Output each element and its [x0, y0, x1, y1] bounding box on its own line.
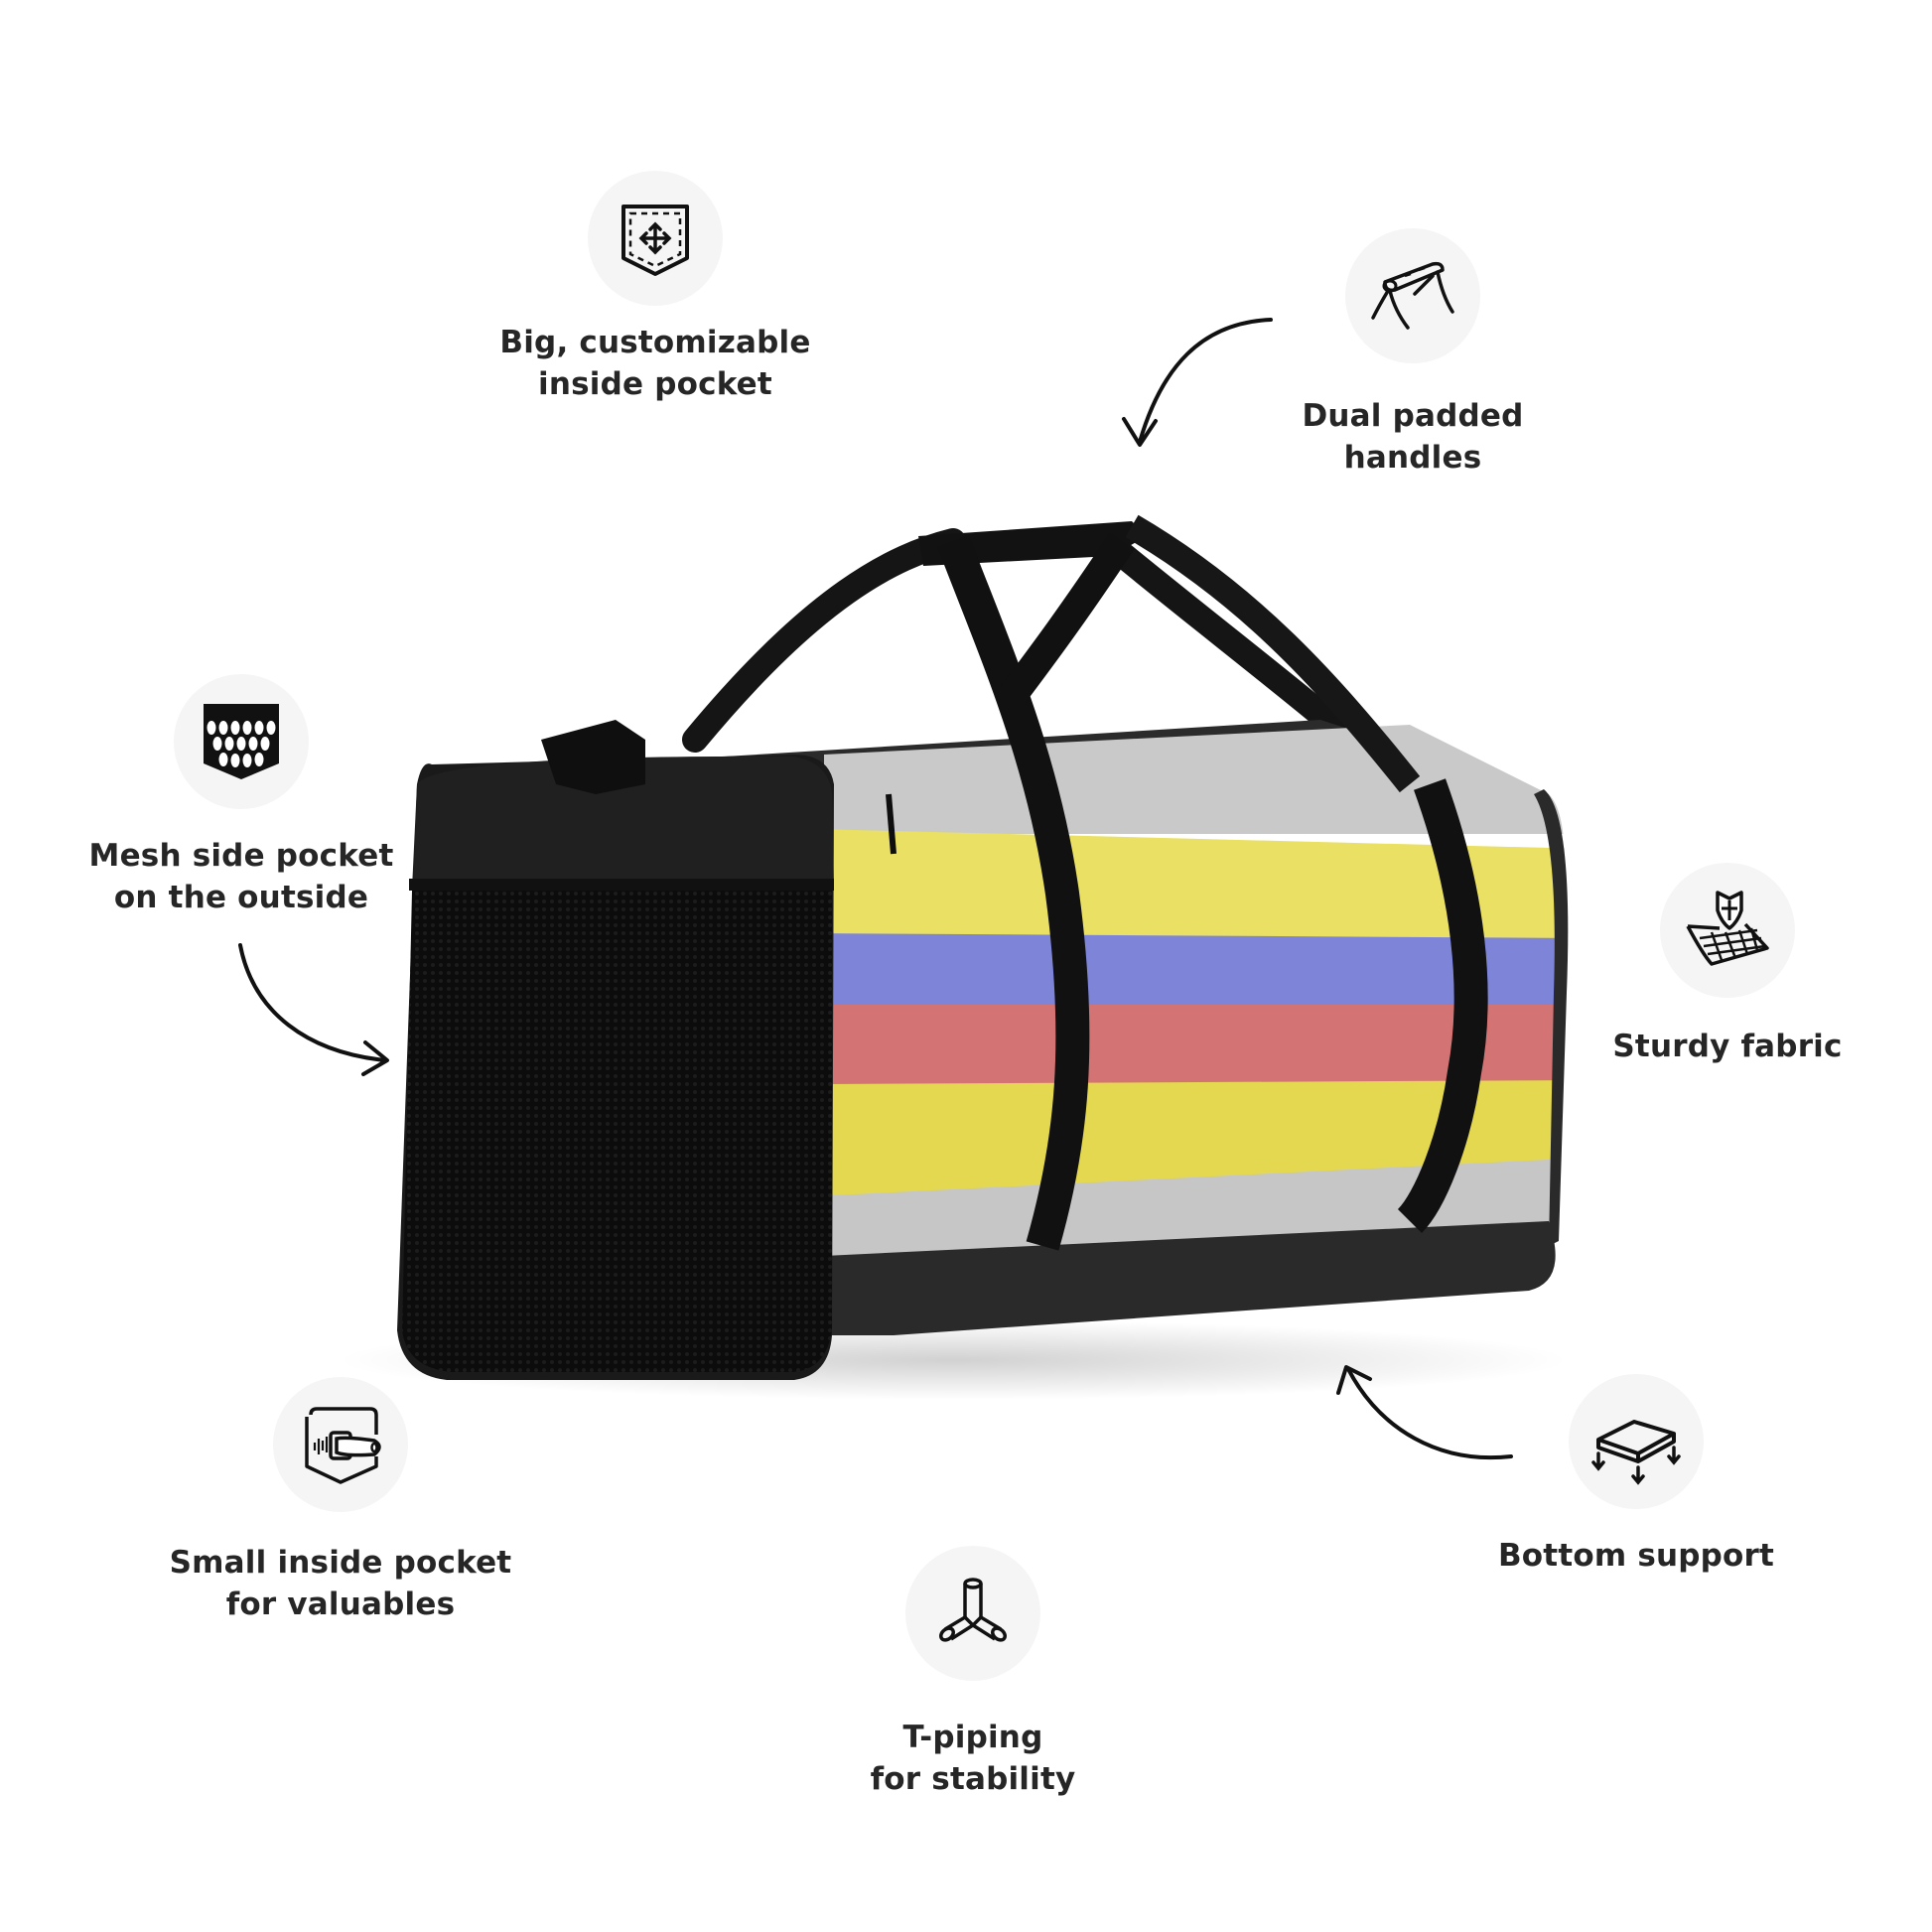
feature-label-line: for valuables	[225, 1587, 456, 1622]
arrow-mesh-icon	[238, 943, 389, 1076]
arrow-handles-icon	[1122, 318, 1273, 447]
feature-small-pocket: Small inside pocket for valuables	[162, 1377, 519, 1625]
feature-mesh-pocket: Mesh side pocket on the outside	[63, 674, 420, 918]
feature-t-piping: T-piping for stability	[794, 1546, 1152, 1800]
feature-label-line: Bottom support	[1497, 1538, 1775, 1574]
shield-fabric-icon	[1660, 863, 1795, 998]
feature-label-line: inside pocket	[538, 366, 772, 402]
feature-label-line: Small inside pocket	[169, 1545, 512, 1581]
feature-label-line: T-piping	[902, 1720, 1043, 1755]
feature-handles: Dual padded handles	[1224, 228, 1601, 479]
feature-label-line: Mesh side pocket	[88, 838, 394, 874]
feature-bottom: Bottom support	[1457, 1374, 1815, 1577]
feature-label-line: Dual padded	[1302, 398, 1524, 434]
padded-handle-icon	[1345, 228, 1480, 363]
zipper-pocket-icon	[273, 1377, 408, 1512]
arrow-bottom-icon	[1336, 1365, 1513, 1460]
feature-label-line: Sturdy fabric	[1612, 1029, 1843, 1064]
t-piping-icon	[905, 1546, 1040, 1681]
feature-fabric: Sturdy fabric	[1569, 863, 1886, 1067]
feature-label-line: for stability	[870, 1761, 1076, 1797]
feature-label-line: on the outside	[113, 880, 369, 915]
pocket-arrows-icon	[588, 171, 723, 306]
feature-inside-pocket: Big, customizable inside pocket	[477, 171, 834, 405]
feature-label-line: Big, customizable	[499, 325, 811, 360]
mesh-pocket-icon	[174, 674, 309, 809]
bottom-support-icon	[1569, 1374, 1704, 1509]
feature-label-line: handles	[1343, 440, 1482, 476]
